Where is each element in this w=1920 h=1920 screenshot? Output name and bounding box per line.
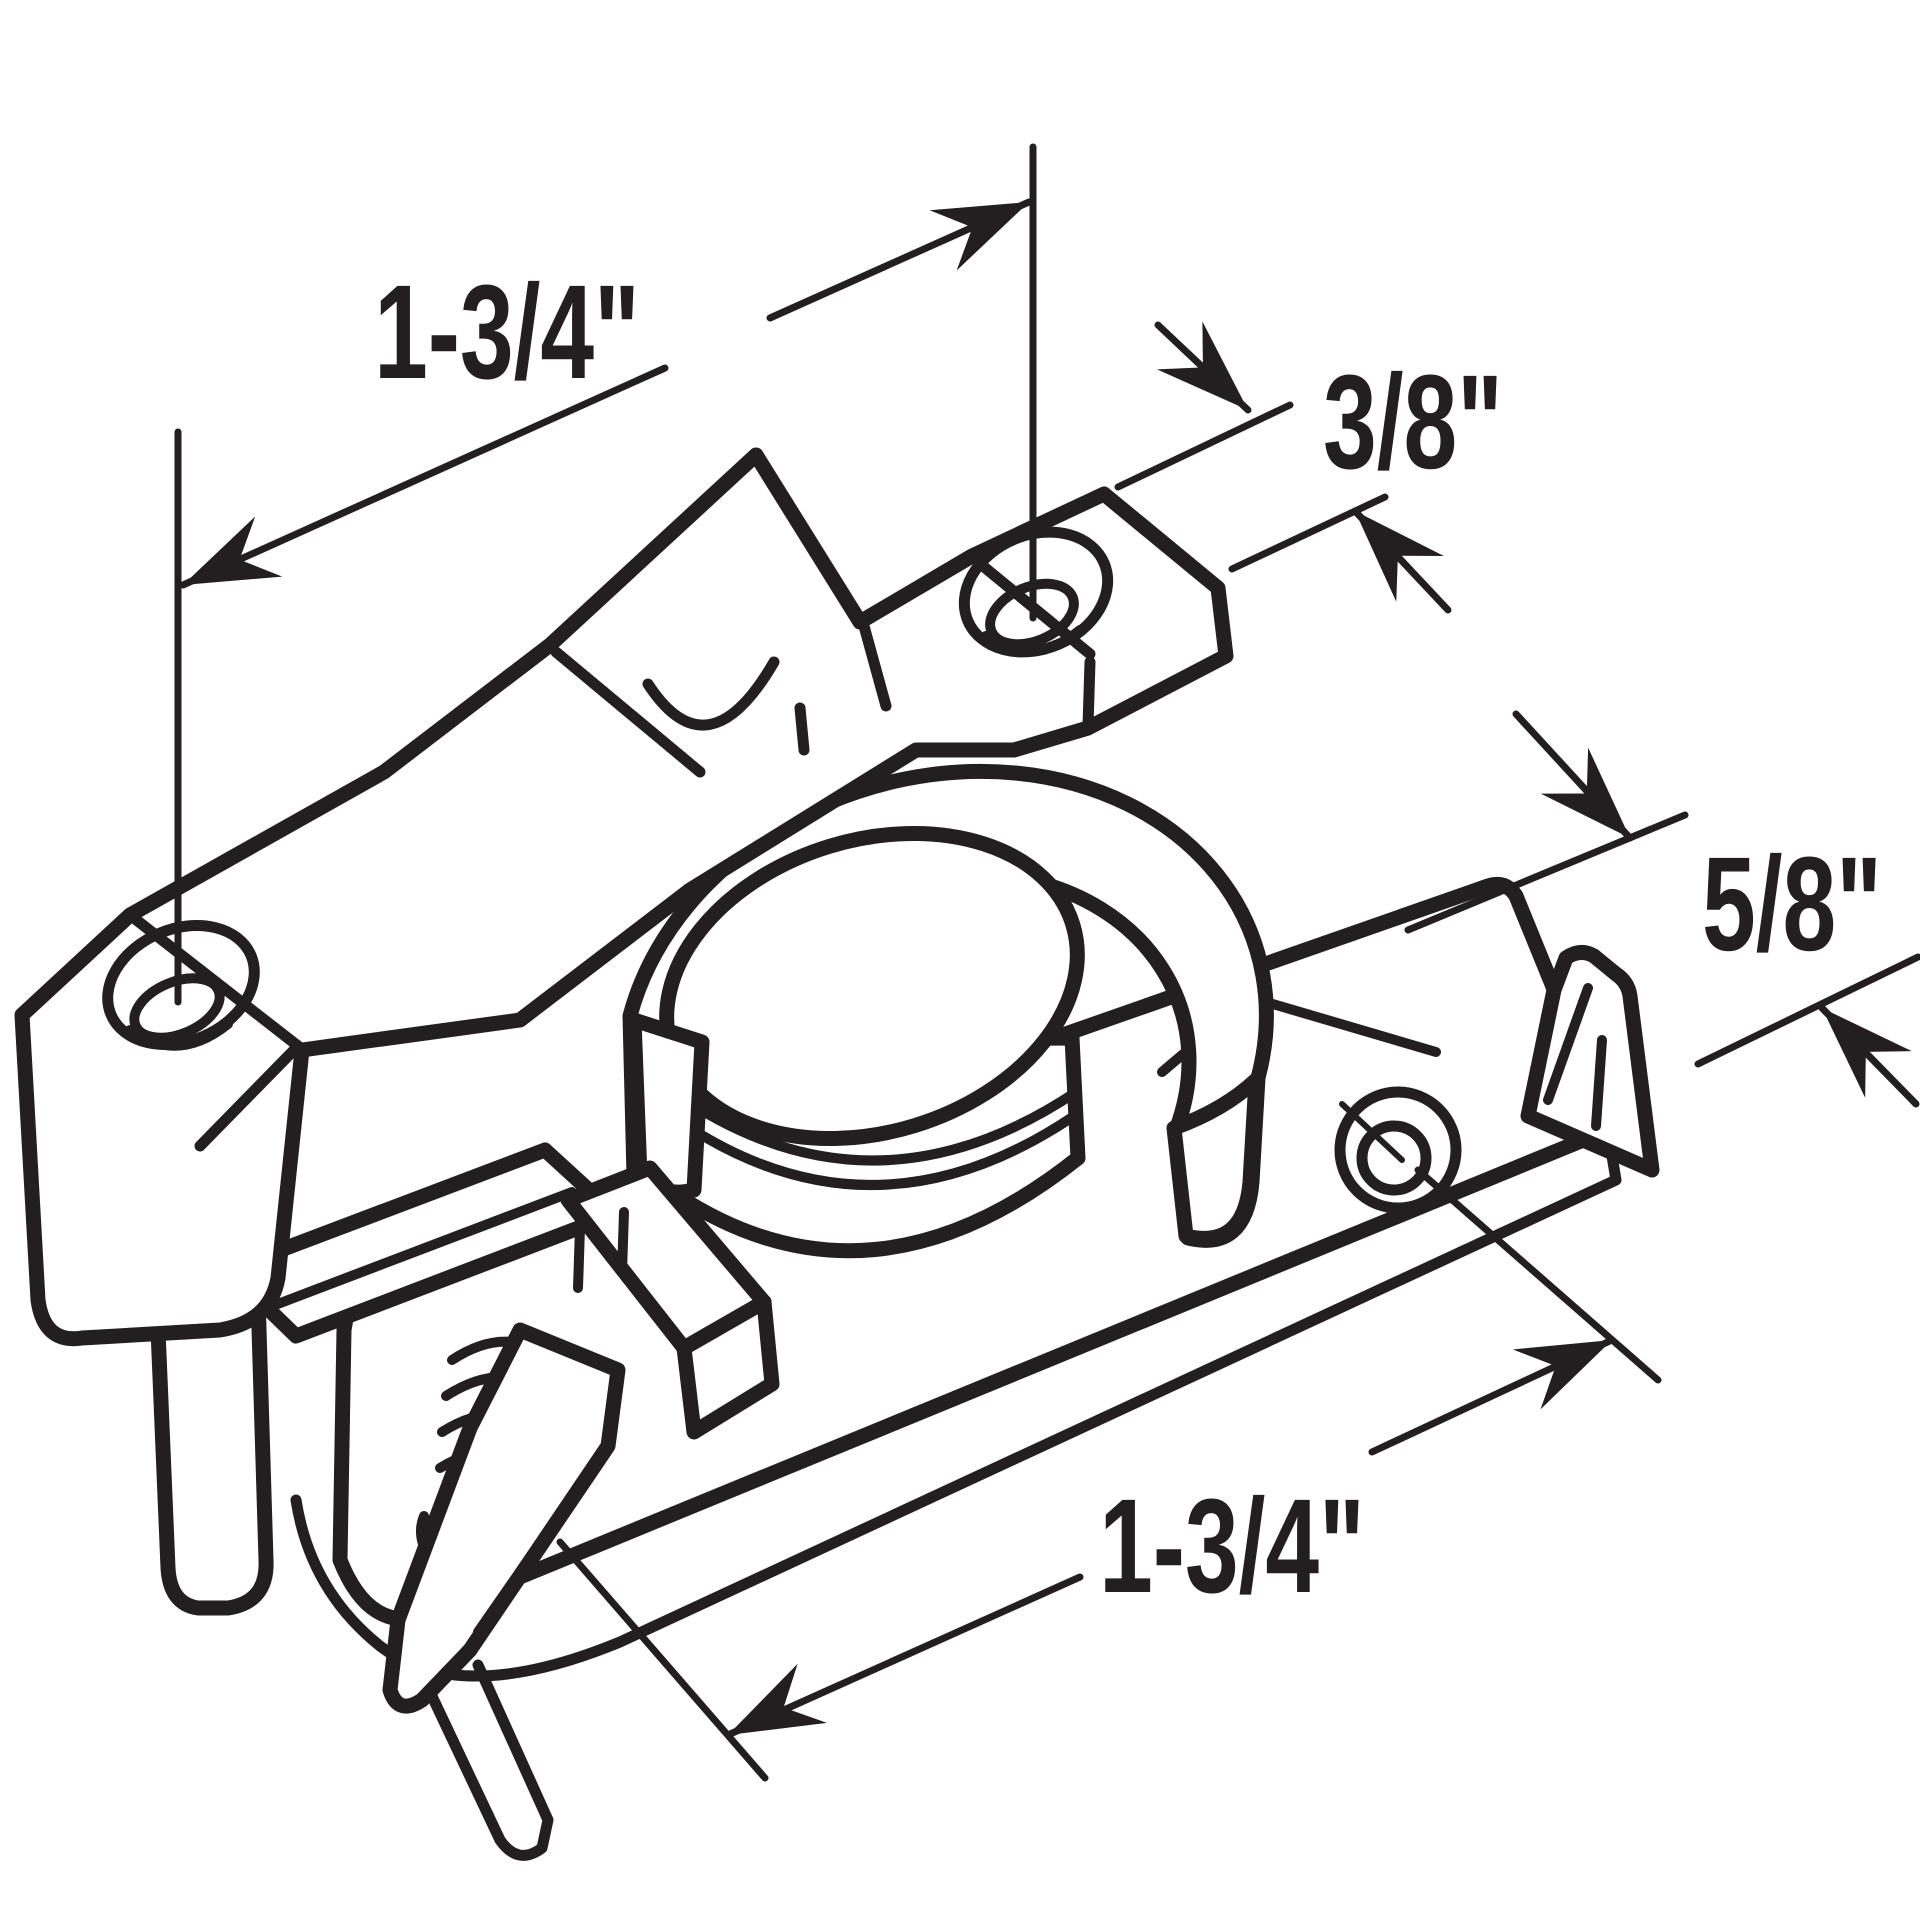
keeper-bridge-left-fold [550,646,706,778]
pawl-inner-edge [473,1443,611,1637]
dim-body-hole-spacing: 1-3/4" [556,1101,1662,1782]
witness-line-left [556,1538,769,1782]
pawl-tip [424,1659,554,1861]
keeper-outline [14,447,1234,1347]
arrowhead [929,202,1029,271]
knob-rim-line-2 [673,1111,1079,1190]
dim-label-keeper-width: 3/8" [1323,346,1503,496]
base-tab-tick [1591,1035,1607,1131]
knob-rim-line-1 [671,1087,1081,1166]
keeper [14,447,1234,1347]
jaw-tick-2 [617,1207,629,1277]
keeper-hole-left-arc [125,1019,233,1051]
dim-label-body-spacing: 1-3/4" [1099,1470,1365,1620]
dim-label-keeper-spacing: 1-3/4" [374,256,640,406]
leader-left [179,364,669,589]
keeper-notch-front [858,620,892,712]
witness-line-upper [1404,811,1689,934]
lock-body [150,764,1660,1861]
jaw-inner-rim [257,1187,577,1315]
keeper-foot-crease-2 [194,1040,304,1152]
jaw-right-prong-front [676,1294,780,1440]
arrowhead [1512,1340,1612,1410]
keeper-hole-left-inner [129,973,225,1043]
dim-keeper-width: 3/8" [1114,321,1503,614]
arrowhead [1157,321,1248,410]
arrowhead [728,1663,827,1735]
witness-line-upper [1114,401,1294,491]
jaw-tick-1 [573,1223,585,1293]
keeper-bridge-tick [794,702,810,756]
dim-keeper-hole-spacing: 1-3/4" [174,143,1037,1006]
cam-hook-front [1166,1072,1264,1246]
dim-label-body-width: 5/8" [1702,828,1882,978]
keeper-hole-right-inner [985,578,1079,650]
witness-line-lower [1694,953,1920,1068]
witness-line-right [1414,1166,1662,1384]
dim-body-width: 5/8" [1404,710,1920,1108]
arrowhead [1355,511,1444,602]
arrowhead [1540,747,1630,838]
keeper-plate-front-edge [1082,656,1096,732]
arrowhead [183,516,283,585]
witness-tail-through-hole [1339,1101,1405,1163]
base-tab [1520,945,1660,1178]
keeper-roller [642,656,780,731]
base-tab-inner-edge [1543,983,1593,1105]
witness-line-lower [1228,493,1389,573]
keeper-hole-right-arc [981,625,1085,657]
base-screw-hole-inner [1356,1120,1432,1196]
arrowhead [1822,1008,1912,1098]
base-screw-hole-outer [1334,1086,1462,1214]
